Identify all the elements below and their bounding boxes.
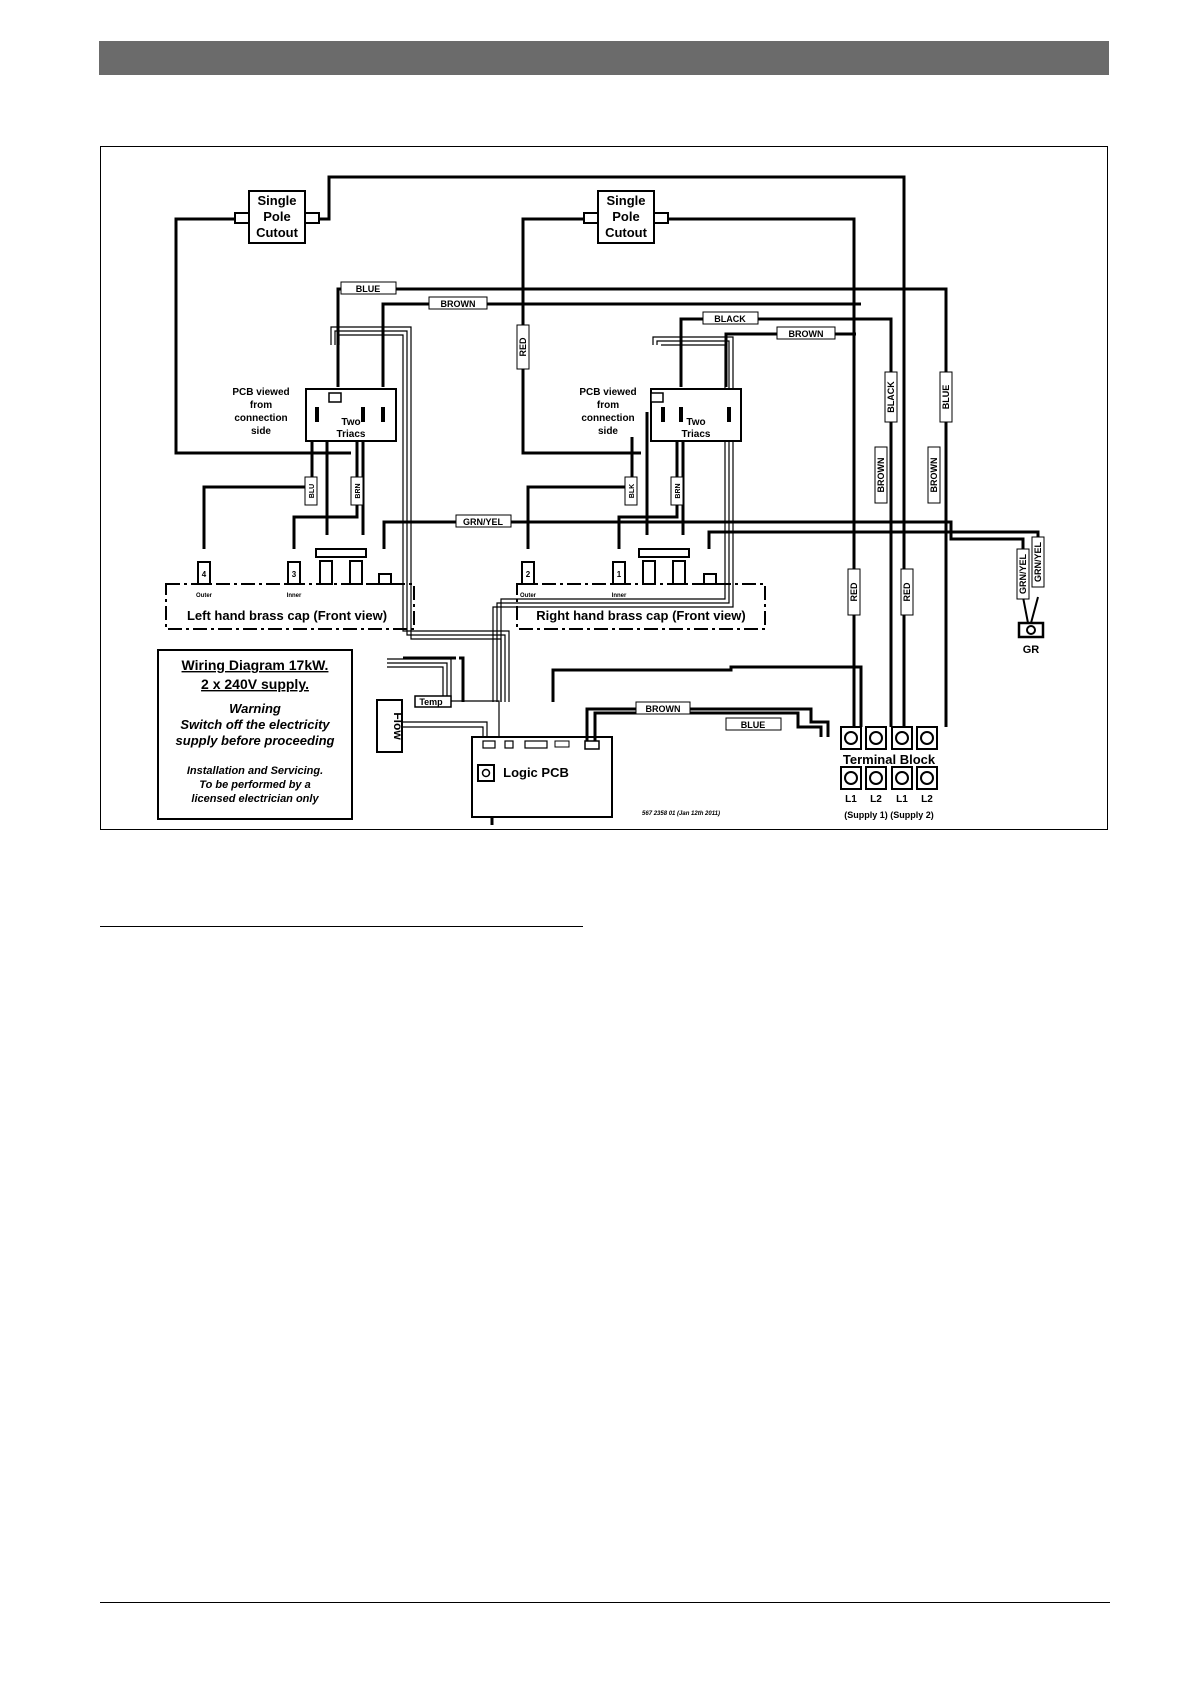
wiring-diagram-frame: Single Pole Cutout Single Pole Cutout BL…: [100, 146, 1108, 830]
label-vert-grnyel-1: GRN/YEL: [1018, 554, 1028, 595]
label-vert-grnyel-2: GRN/YEL: [1033, 542, 1043, 583]
earth-terminal: [1017, 621, 1045, 639]
label-vert-black: BLACK: [886, 381, 896, 413]
triac-pcb-right: [650, 388, 742, 442]
info-install-2: To be performed by a: [199, 779, 310, 791]
label-blu: BLU: [309, 484, 316, 498]
cutout-left-line3: Cutout: [256, 225, 299, 240]
info-box: [157, 649, 353, 820]
label-vert-red-1: RED: [849, 582, 859, 602]
info-title-1: Wiring Diagram 17kW.: [182, 657, 329, 673]
right-cap-title: Right hand brass cap (Front view): [536, 608, 745, 623]
flow-label: Flow: [391, 712, 405, 740]
info-install-1: Installation and Servicing.: [187, 765, 323, 777]
right-brass-cap: [516, 583, 766, 630]
label-brn-left: BRN: [355, 483, 362, 498]
right-cap-pin-outer: 2: [526, 570, 531, 579]
pcb-view-right-line4: side: [598, 426, 618, 437]
label-gr: GR: [1023, 644, 1040, 656]
right-cap-outer-label: Outer: [520, 593, 537, 599]
terminal-l1-b: L1: [896, 794, 908, 805]
info-title-2: 2 x 240V supply.: [201, 676, 309, 692]
triacs-right-line1: Two: [686, 417, 705, 428]
label-blk: BLK: [629, 484, 636, 498]
triacs-left-line2: Triacs: [337, 429, 366, 440]
temp-label: Temp: [419, 697, 443, 707]
left-cap-title: Left hand brass cap (Front view): [187, 608, 387, 623]
label-brown-right: BROWN: [789, 329, 824, 339]
info-warning-2: supply before proceeding: [176, 733, 335, 748]
cutout-right-box: [597, 190, 655, 244]
left-cap-pin-inner: 3: [292, 570, 297, 579]
right-cap-inner-label: Inner: [612, 593, 627, 599]
pcb-view-right-line1: PCB viewed: [579, 387, 636, 398]
pcb-view-left-line3: connection: [234, 413, 287, 424]
triacs-right-line2: Triacs: [682, 429, 711, 440]
cutout-right-line3: Cutout: [605, 225, 648, 240]
left-brass-cap: [165, 583, 415, 630]
label-brown-top: BROWN: [441, 299, 476, 309]
logic-pcb: [471, 736, 613, 818]
footer-line: [100, 1602, 1110, 1603]
info-warning-1: Switch off the electricity: [180, 717, 330, 732]
pcb-view-left-line1: PCB viewed: [232, 387, 289, 398]
flow-sensor: [376, 699, 403, 753]
label-black-top: BLACK: [714, 314, 746, 324]
wiring-diagram: Single Pole Cutout Single Pole Cutout BL…: [157, 175, 1045, 825]
label-vert-brown-2: BROWN: [929, 458, 939, 493]
separator-line: [100, 926, 583, 927]
cutout-right-line2: Pole: [612, 209, 639, 224]
terminal-block: [840, 726, 938, 790]
label-vert-brown-1: BROWN: [876, 458, 886, 493]
label-red-mid: RED: [518, 337, 528, 357]
left-cap-pin-outer: 4: [202, 570, 207, 579]
logic-pcb-label: Logic PCB: [503, 765, 569, 780]
info-install-3: licensed electrician only: [191, 793, 319, 805]
header-bar: [99, 41, 1109, 75]
left-cap-outer-label: Outer: [196, 593, 213, 599]
pcb-view-right-line3: connection: [581, 413, 634, 424]
info-warning: Warning: [229, 701, 281, 716]
pcb-view-left-line2: from: [250, 400, 272, 411]
label-blue-bottom: BLUE: [741, 720, 766, 730]
label-brown-bottom: BROWN: [646, 704, 681, 714]
cutout-right-line1: Single: [606, 193, 645, 208]
supply-labels: (Supply 1) (Supply 2): [844, 810, 934, 820]
terminal-block-label: Terminal Block: [843, 752, 936, 767]
cutout-left-line2: Pole: [263, 209, 290, 224]
terminal-l1-a: L1: [845, 794, 857, 805]
left-cap-inner-label: Inner: [287, 593, 302, 599]
label-vert-blue: BLUE: [941, 385, 951, 410]
label-blue-top: BLUE: [356, 284, 381, 294]
label-grnyel-mid: GRN/YEL: [463, 517, 504, 527]
triacs-left-line1: Two: [341, 417, 360, 428]
pcb-view-right-line2: from: [597, 400, 619, 411]
part-number: 567 2358 01 (Jan 12th 2011): [642, 811, 720, 817]
cutout-left-line1: Single: [257, 193, 296, 208]
right-cap-pin-inner: 1: [617, 570, 622, 579]
terminal-l2-a: L2: [870, 794, 882, 805]
label-vert-red-2: RED: [902, 582, 912, 602]
label-brn-right: BRN: [675, 483, 682, 498]
pcb-view-left-line4: side: [251, 426, 271, 437]
terminal-l2-b: L2: [921, 794, 933, 805]
